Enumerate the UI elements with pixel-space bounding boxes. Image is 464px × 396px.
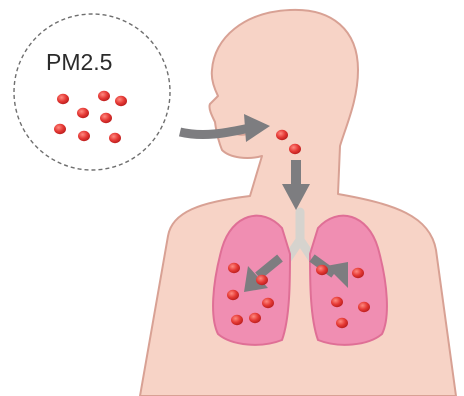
mouth-particle-2 bbox=[289, 144, 301, 154]
left-lung-particle-2 bbox=[227, 290, 239, 300]
right-lung-particle-1 bbox=[352, 268, 364, 278]
pm25-particle-7 bbox=[78, 131, 90, 141]
right-lung-particle-5 bbox=[316, 265, 328, 275]
left-lung-particle-5 bbox=[231, 315, 243, 325]
pm25-particle-4 bbox=[77, 108, 89, 118]
pm25-particle-8 bbox=[109, 133, 121, 143]
pm25-particle-2 bbox=[98, 91, 110, 101]
pm25-particle-1 bbox=[57, 94, 69, 104]
left-lung-particle-6 bbox=[256, 275, 268, 285]
pm25-particle-3 bbox=[115, 96, 127, 106]
callout-circle bbox=[14, 14, 170, 170]
pm25-callout: PM2.5 bbox=[14, 14, 170, 170]
right-lung-particle-2 bbox=[331, 297, 343, 307]
left-lung-particle-4 bbox=[249, 313, 261, 323]
left-lung-particle-3 bbox=[262, 298, 274, 308]
right-lung-particle-4 bbox=[336, 318, 348, 328]
pm25-label: PM2.5 bbox=[46, 49, 112, 75]
pm25-particle-5 bbox=[100, 113, 112, 123]
right-lung-particle-3 bbox=[358, 302, 370, 312]
pm25-particle-6 bbox=[54, 124, 66, 134]
left-lung-particle-1 bbox=[228, 263, 240, 273]
mouth-particle-1 bbox=[276, 130, 288, 140]
